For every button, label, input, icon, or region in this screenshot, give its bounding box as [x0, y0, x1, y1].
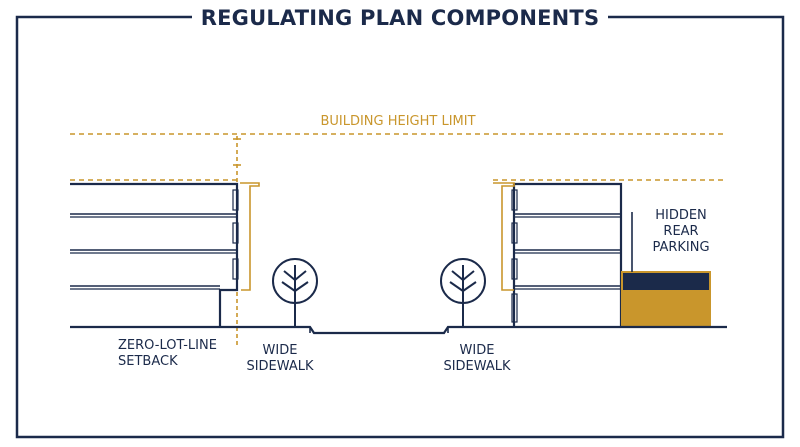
- sidewalk-right-label: WIDE SIDEWALK: [443, 343, 511, 374]
- rear-parking-block: [621, 271, 711, 328]
- ground-line: [70, 325, 727, 335]
- setback-label: ZERO-LOT-LINE SETBACK: [118, 338, 217, 369]
- right-tree-icon: [440, 258, 486, 327]
- left-building: [70, 182, 239, 327]
- left-tree-icon: [272, 258, 318, 327]
- right-building: [511, 182, 623, 327]
- parking-label: HIDDEN REAR PARKING: [652, 208, 710, 255]
- left-setback-bracket: [240, 182, 260, 291]
- right-setback-bracket: [493, 182, 515, 291]
- page-title: REGULATING PLAN COMPONENTS: [192, 3, 608, 33]
- height-limit-label: BUILDING HEIGHT LIMIT: [318, 114, 478, 130]
- sidewalk-left-label: WIDE SIDEWALK: [246, 343, 314, 374]
